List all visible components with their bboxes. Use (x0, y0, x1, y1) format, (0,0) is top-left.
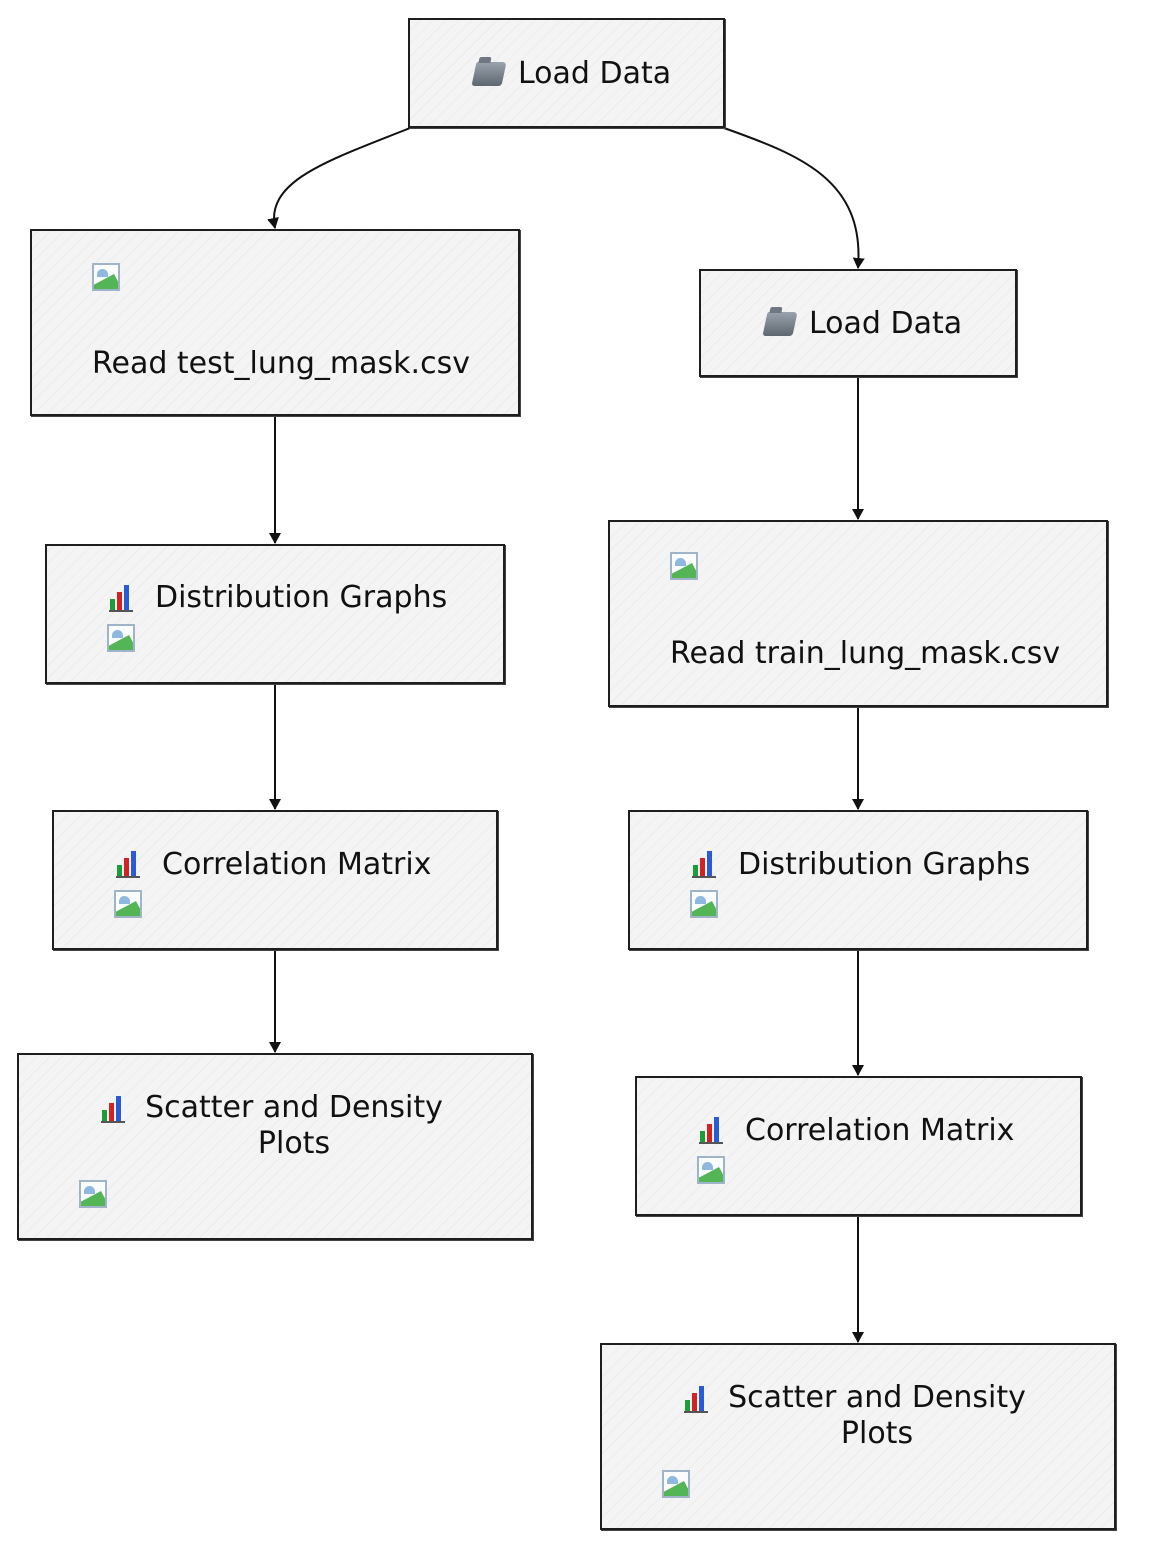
bar-chart-icon (101, 1095, 127, 1123)
node-label: Correlation Matrix (162, 847, 432, 882)
bar-chart-icon (684, 1385, 710, 1413)
node-label: Load Data (809, 306, 963, 341)
broken-image-icon (662, 1470, 690, 1498)
broken-image-icon (690, 890, 718, 918)
bar-chart-icon (699, 1116, 725, 1144)
node-scatter-density-left[interactable]: Scatter and Density Plots (17, 1053, 533, 1240)
bar-chart-icon (692, 850, 718, 878)
broken-image-icon (79, 1180, 107, 1208)
edge-top-to-left-read (267, 127, 411, 229)
node-label: Correlation Matrix (745, 1113, 1015, 1148)
bar-chart-icon (109, 584, 135, 612)
node-label: Scatter and Density Plots (728, 1380, 1026, 1451)
broken-image-icon (697, 1156, 725, 1184)
node-scatter-density-right[interactable]: Scatter and Density Plots (600, 1343, 1116, 1530)
node-label: Distribution Graphs (155, 580, 448, 615)
broken-image-icon (670, 552, 698, 580)
node-read-train-csv[interactable]: Read train_lung_mask.csv (608, 520, 1108, 707)
edge-top-to-right-load (723, 127, 865, 269)
node-label: Read train_lung_mask.csv (670, 636, 1061, 671)
node-distribution-graphs-left[interactable]: Distribution Graphs (45, 544, 505, 684)
node-label: Scatter and Density Plots (145, 1090, 443, 1161)
broken-image-icon (114, 890, 142, 918)
node-read-test-csv[interactable]: Read test_lung_mask.csv (30, 229, 520, 416)
node-label: Load Data (518, 56, 672, 91)
node-correlation-matrix-left[interactable]: Correlation Matrix (52, 810, 498, 950)
bar-chart-icon (116, 850, 142, 878)
node-load-data-right[interactable]: Load Data (699, 269, 1017, 377)
node-distribution-graphs-right[interactable]: Distribution Graphs (628, 810, 1088, 950)
node-label: Distribution Graphs (738, 847, 1031, 882)
node-label: Read test_lung_mask.csv (92, 346, 470, 381)
folder-icon (762, 312, 798, 336)
broken-image-icon (92, 263, 120, 291)
node-correlation-matrix-right[interactable]: Correlation Matrix (635, 1076, 1082, 1216)
broken-image-icon (107, 624, 135, 652)
node-load-data-top[interactable]: Load Data (408, 18, 725, 128)
folder-icon (471, 62, 507, 86)
